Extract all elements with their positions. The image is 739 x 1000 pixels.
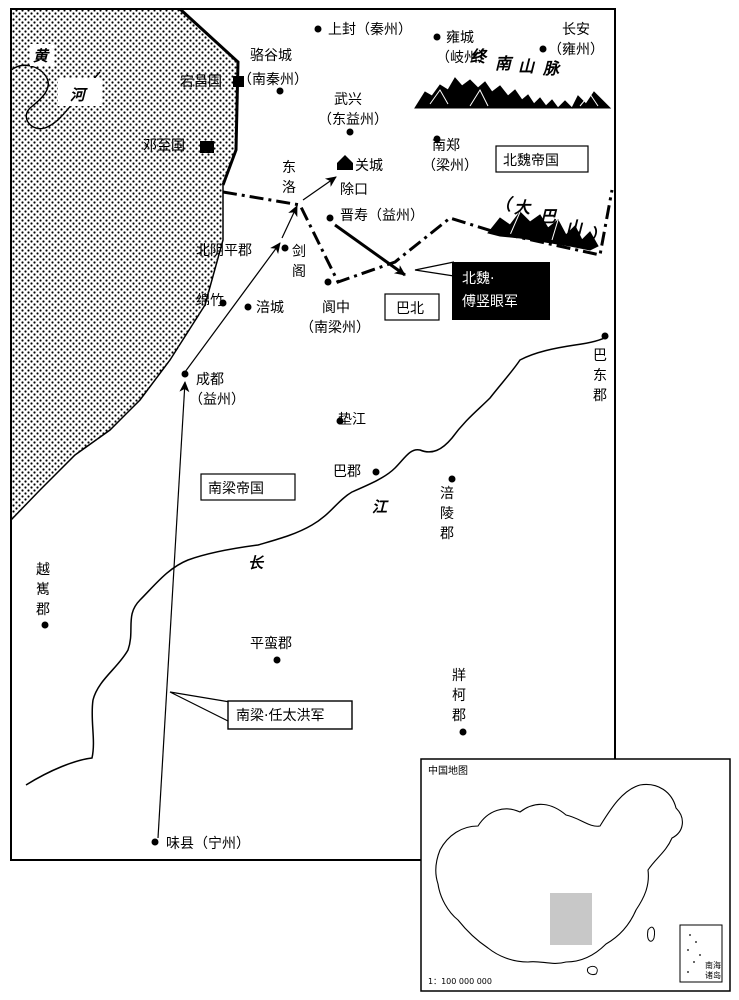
- label-daba-2: 大: [514, 198, 532, 217]
- label-daba-5: ）: [589, 225, 606, 244]
- zhongnan-mountains: [414, 77, 612, 109]
- label-fuling-1: 涪: [440, 486, 454, 502]
- label-changan: 长安: [562, 22, 590, 38]
- label-fucheng: 涪城: [256, 300, 284, 316]
- label-yuexi-3: 郡: [36, 602, 50, 618]
- label-luogucheng: 骆谷城: [250, 48, 292, 64]
- label-mianzhu: 绵竹: [196, 292, 224, 309]
- inset-title: 中国地图: [428, 764, 468, 777]
- label-pingman: 平蛮郡: [250, 635, 292, 652]
- label-zangke-2: 柯: [452, 688, 466, 704]
- taiwan: [647, 926, 655, 942]
- svg-text:南梁·任太洪军: 南梁·任太洪军: [236, 708, 324, 724]
- label-huanghe-2: 河: [70, 86, 88, 104]
- label-changjiang-1: 长: [248, 554, 265, 572]
- hainan: [587, 965, 598, 975]
- south-sea-label-1: 南海: [705, 960, 721, 970]
- label-zhongnan-2: 南: [495, 54, 514, 73]
- svg-text:傅竖眼军: 傅竖眼军: [462, 294, 518, 310]
- region-babei: 巴北: [384, 293, 440, 321]
- south-sea-label-2: 诸岛: [705, 970, 721, 980]
- label-langzhong: 阆中: [322, 300, 350, 316]
- label-daba-1: （: [495, 195, 515, 214]
- western-region: [11, 9, 238, 520]
- nanliang-route-1: [157, 381, 190, 839]
- region-nanliang: 南梁帝国: [200, 473, 296, 501]
- label-weixian: 味县（宁州）: [166, 835, 250, 852]
- label-liangzhou: （梁州）: [422, 158, 478, 174]
- svg-text:巴北: 巴北: [396, 301, 424, 317]
- label-dangchang: 宕昌国: [180, 74, 222, 90]
- place-markers: [41, 25, 609, 846]
- daba-mountains: [487, 211, 599, 251]
- label-dongyizhou: （东益州）: [318, 112, 388, 128]
- label-jiange-1: 剑: [292, 244, 306, 260]
- label-guancheng: 关城: [355, 158, 383, 174]
- label-badong-1: 巴: [593, 348, 607, 364]
- nanliang-route-2: [184, 242, 281, 373]
- inset-china-map: 中国地图 南海 诸岛 1：100 000 000: [420, 758, 731, 992]
- south-sea-box: [679, 924, 723, 983]
- svg-text:南梁帝国: 南梁帝国: [208, 481, 264, 497]
- yangtze-river: [25, 335, 609, 786]
- label-dongluo-2: 洛: [282, 180, 296, 196]
- label-badong-3: 郡: [593, 388, 607, 404]
- label-wuxing: 武兴: [334, 92, 362, 108]
- label-nanliangzhou: （南梁州）: [300, 320, 370, 336]
- label-zangke-1: 牂: [452, 668, 466, 684]
- label-yizhou: （益州）: [189, 392, 245, 408]
- label-changjiang-2: 江: [372, 498, 389, 516]
- label-jiange-2: 阁: [292, 264, 306, 280]
- label-daba-4: 山: [566, 218, 584, 237]
- label-yongcheng: 雍城: [446, 30, 474, 46]
- label-bajun: 巴郡: [333, 464, 361, 480]
- label-zhongnan-4: 脉: [542, 59, 561, 78]
- label-yuexi-2: 嶲: [36, 582, 50, 598]
- label-zhongnan-1: 终: [470, 47, 488, 66]
- label-yongzhou: （雍州）: [548, 42, 604, 58]
- label-zangke-3: 郡: [452, 708, 466, 724]
- label-yuexi-1: 越: [36, 562, 50, 578]
- label-nanzheng: 南郑: [432, 138, 460, 154]
- beiwei-border: [222, 189, 614, 284]
- nanliang-route-3: [281, 205, 298, 239]
- beiwei-route: [334, 223, 406, 277]
- western-region-border-lower: [10, 185, 224, 521]
- nanliang-route-4: [302, 176, 337, 201]
- south-sea-islands: [687, 934, 701, 973]
- label-shangfeng: 上封（秦州）: [328, 22, 412, 38]
- label-beiyinping: 北阴平郡: [196, 243, 252, 259]
- callout-beiwei-army: 北魏· 傅竖眼军: [414, 261, 550, 320]
- label-qizhou: （岐州）: [436, 50, 492, 66]
- svg-text:北魏·: 北魏·: [462, 271, 494, 287]
- label-dengzhi: 邓至国: [143, 138, 185, 154]
- label-daba-3: 巴: [540, 207, 558, 226]
- label-fuling-2: 陵: [440, 506, 454, 522]
- western-region-border: [178, 7, 240, 186]
- inset-highlight: [550, 893, 592, 945]
- label-chukou: 除口: [340, 182, 368, 198]
- callout-nanliang-army: 南梁·任太洪军: [169, 691, 353, 730]
- label-huanghe-1: 黄: [33, 47, 50, 65]
- inset-scale: 1：100 000 000: [428, 977, 492, 986]
- label-dianjiang: 垫江: [338, 412, 366, 428]
- region-beiwei: 北魏帝国: [495, 145, 589, 173]
- label-badong-2: 东: [593, 368, 607, 384]
- label-chengdu: 成都: [196, 372, 224, 388]
- svg-text:北魏帝国: 北魏帝国: [503, 153, 559, 169]
- label-zhongnan-3: 山: [518, 57, 536, 76]
- label-jinshou: 晋寿（益州）: [340, 207, 424, 224]
- china-outline: [435, 783, 683, 964]
- label-nanqinzhou: （南秦州）: [238, 72, 308, 88]
- label-dongluo-1: 东: [282, 160, 296, 176]
- label-fuling-3: 郡: [440, 526, 454, 542]
